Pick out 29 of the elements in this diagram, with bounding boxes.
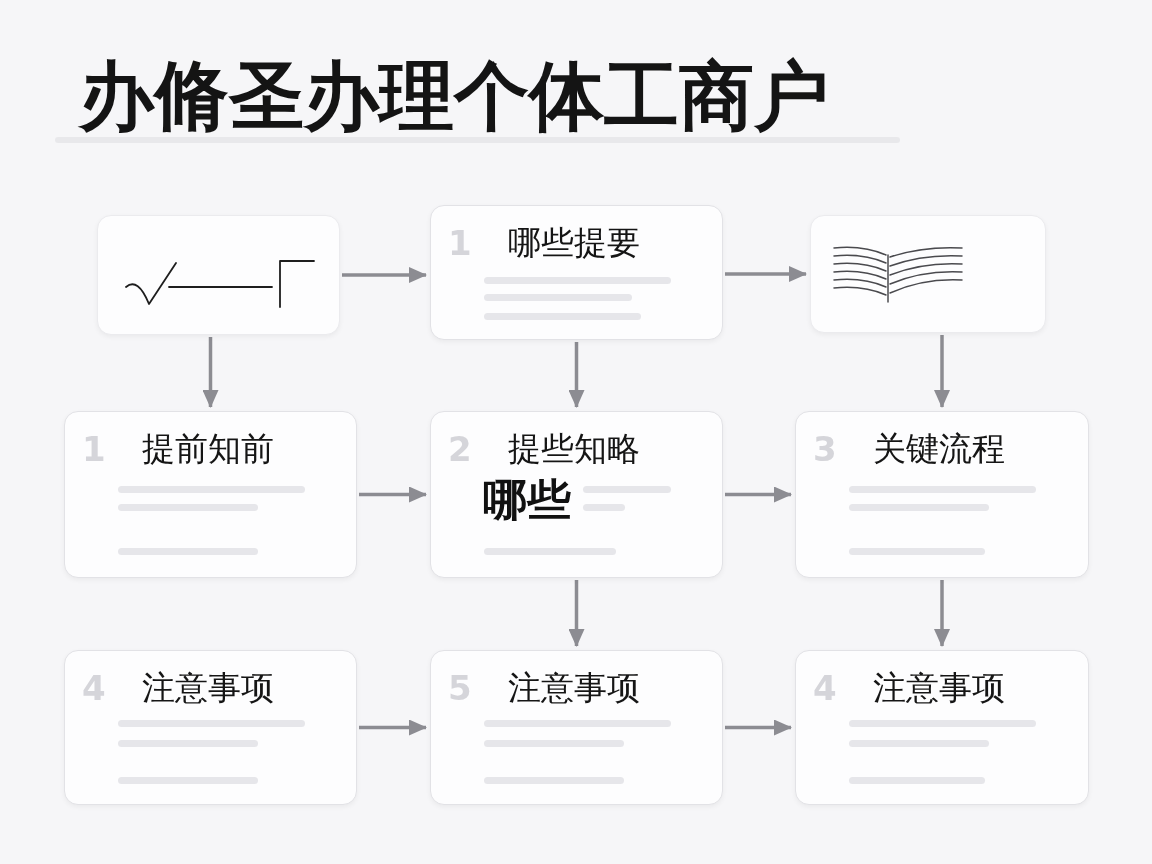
arrow [725,266,807,282]
arrow [568,580,585,647]
step-card [795,411,1089,578]
arrow [342,267,427,283]
arrow [568,342,585,408]
step-heading: 关键流程 [873,429,1005,469]
bold-heading: 哪些 [483,475,571,525]
arrow [934,335,950,408]
step-card [430,411,723,578]
step-card [64,650,357,805]
step-card [795,650,1089,805]
step-card [64,411,357,578]
arrow [725,486,792,503]
arrow [202,337,219,408]
arrow [934,580,950,647]
step-heading: 注意事项 [142,668,274,708]
title: 办脩圣办理个体工商户 [79,54,829,138]
step-heading: 注意事项 [873,668,1005,708]
arrow [725,719,792,736]
step-heading: 提些知略 [508,429,640,469]
arrow [359,719,427,736]
picture-card [97,215,340,335]
step-card [430,205,723,340]
arrow [359,486,427,503]
step-card [430,650,723,805]
step-heading: 注意事项 [508,668,640,708]
picture-card [810,215,1046,333]
step-heading: 提前知前 [142,429,274,469]
step-heading: 哪些提要 [508,223,640,263]
